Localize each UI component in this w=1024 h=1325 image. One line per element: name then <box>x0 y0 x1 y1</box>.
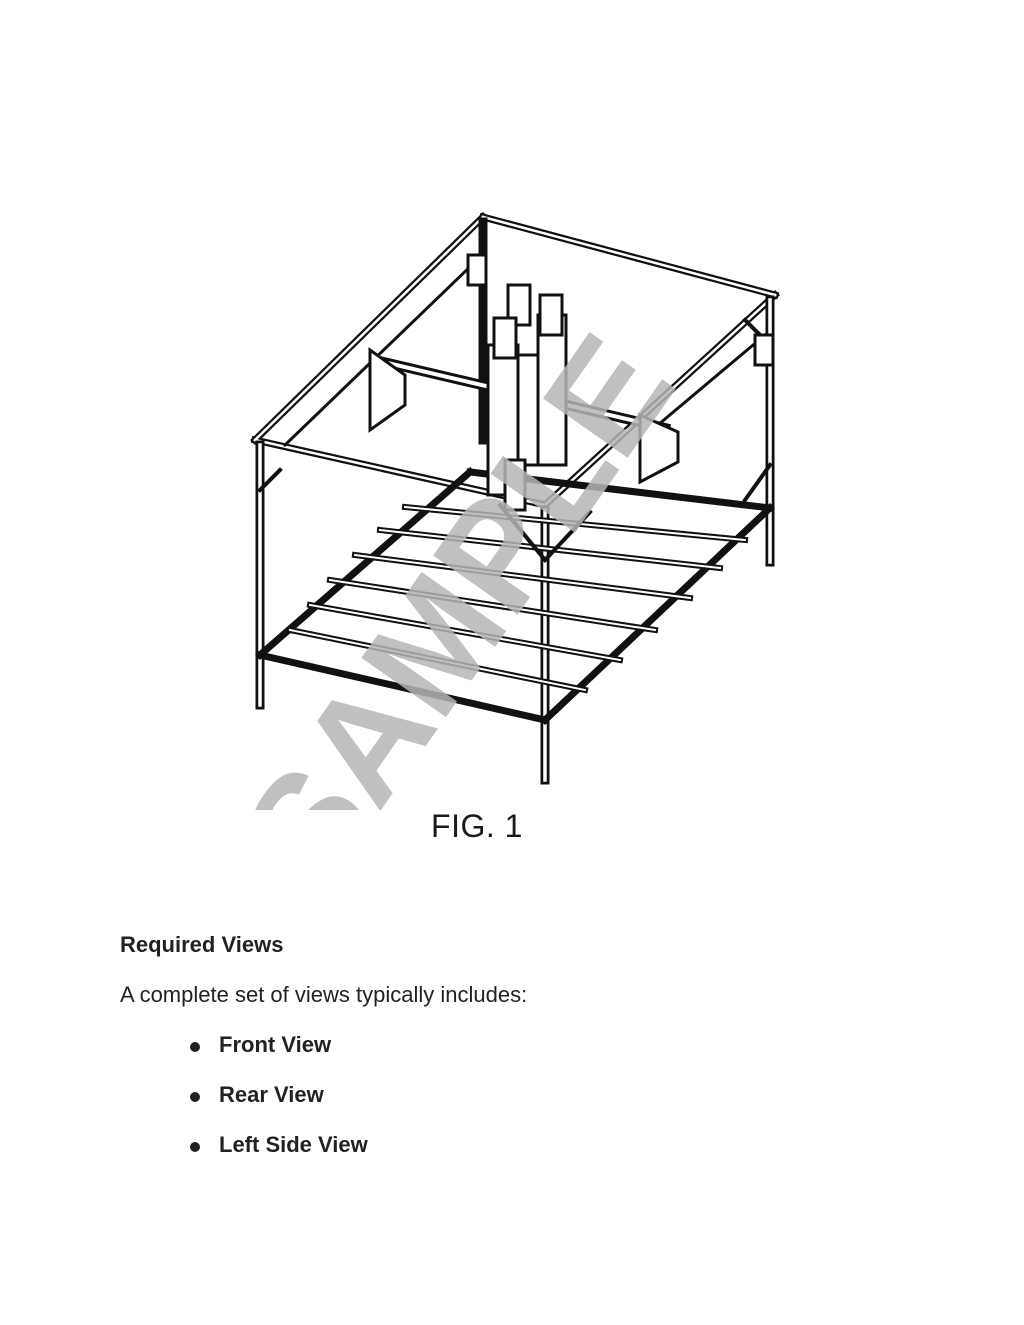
list-item: Rear View <box>190 1082 368 1132</box>
views-list: Front View Rear View Left Side View <box>190 1032 368 1182</box>
bullet-icon <box>190 1042 200 1052</box>
gantry-plates <box>368 347 680 485</box>
gantry-frame-illustration: SAMPLE <box>209 212 780 810</box>
list-item: Front View <box>190 1032 368 1082</box>
figure-caption-text: FIG. 1 <box>431 808 523 844</box>
bullet-icon <box>190 1092 200 1102</box>
stepper-motors <box>466 253 775 367</box>
list-item-label: Front View <box>219 1032 332 1057</box>
list-item: Left Side View <box>190 1132 368 1182</box>
spindle <box>503 458 527 512</box>
figure-drawing: SAMPLE <box>200 200 820 810</box>
list-item-label: Rear View <box>219 1082 324 1107</box>
braces <box>257 317 773 563</box>
intro-paragraph: A complete set of views typically includ… <box>120 982 528 1007</box>
bullet-icon <box>190 1142 200 1152</box>
figure-caption: FIG. 1 <box>0 808 1024 845</box>
list-item-label: Left Side View <box>219 1132 368 1157</box>
bottom-frame <box>255 467 775 725</box>
section-heading: Required Views <box>120 932 284 957</box>
z-carriages <box>486 313 568 497</box>
